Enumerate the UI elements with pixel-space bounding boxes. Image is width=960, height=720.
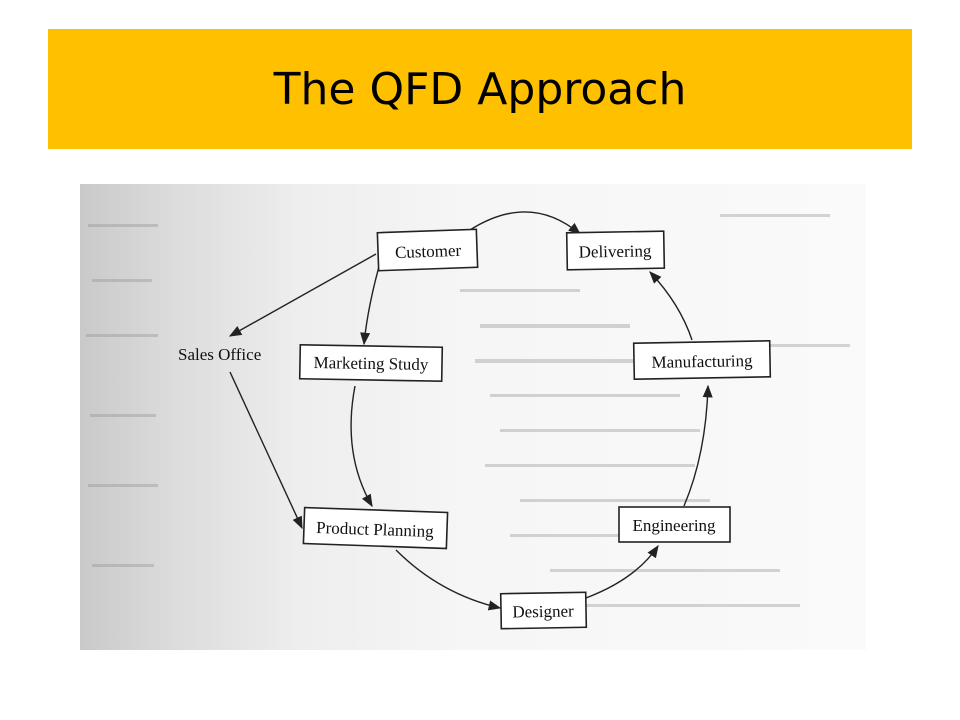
arc-planning-to-designer: [395, 549, 502, 611]
arc-designer-to-engineering: [585, 544, 659, 599]
bleed-through-text: [86, 214, 850, 607]
arc-delivering-to-customer: [469, 211, 581, 235]
qfd-diagram-scan: Customer Delivering Marketing Study Manu…: [80, 184, 866, 650]
arrow-sales-to-planning: [229, 371, 303, 530]
title-bar: The QFD Approach: [48, 29, 912, 149]
sales-office-arrows: [228, 253, 377, 530]
svg-text:Marketing Study: Marketing Study: [313, 353, 429, 374]
node-product-planning: Product Planning: [302, 506, 449, 550]
slide-title: The QFD Approach: [273, 63, 687, 115]
node-delivering: Delivering: [565, 230, 666, 271]
svg-text:Designer: Designer: [512, 601, 574, 621]
node-designer: Designer: [499, 591, 588, 630]
arc-marketing-to-planning: [350, 385, 373, 508]
qfd-cycle-diagram: Customer Delivering Marketing Study Manu…: [80, 184, 866, 650]
node-marketing-study: Marketing Study: [298, 343, 444, 383]
svg-text:Product Planning: Product Planning: [316, 518, 435, 541]
svg-text:Manufacturing: Manufacturing: [651, 351, 753, 372]
arc-manufacturing-to-delivering: [649, 271, 693, 341]
node-engineering: Engineering: [618, 506, 731, 543]
svg-text:Customer: Customer: [395, 241, 462, 262]
node-manufacturing: Manufacturing: [632, 340, 772, 380]
node-customer: Customer: [376, 228, 479, 272]
node-sales-office: Sales Office: [178, 345, 261, 364]
arc-engineering-to-manufacturing: [683, 384, 713, 507]
svg-text:Delivering: Delivering: [579, 241, 653, 261]
arrow-customer-to-sales: [228, 253, 377, 337]
svg-text:Engineering: Engineering: [632, 516, 716, 535]
